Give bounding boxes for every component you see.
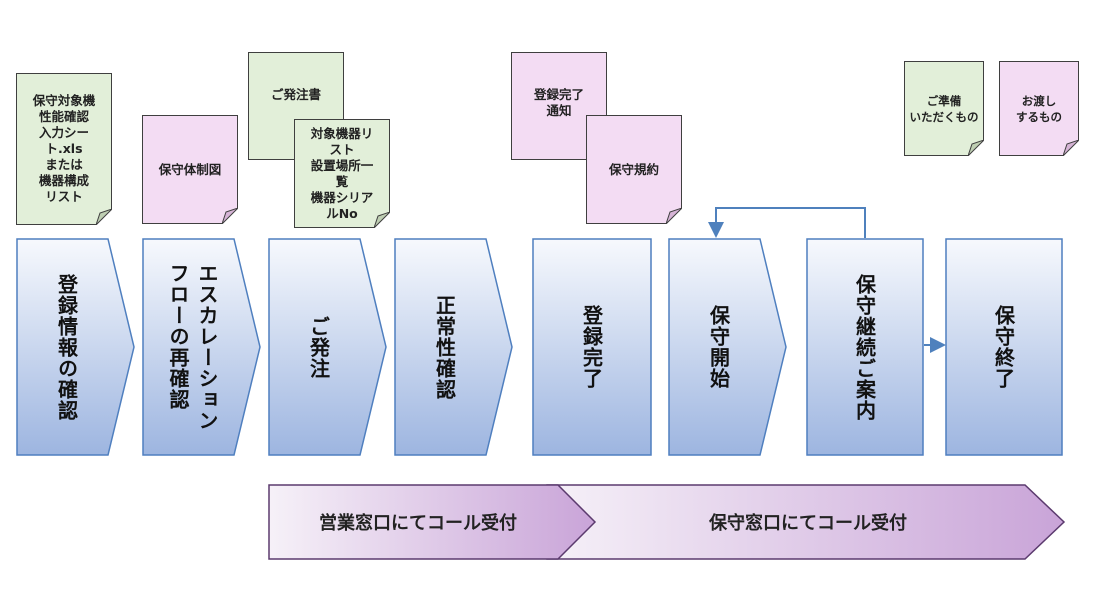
step-maintenance-start: 保守開始	[668, 238, 788, 456]
doc-maintenance-terms-text: 保守規約	[608, 161, 659, 177]
step-health-check: 正常性確認	[394, 238, 514, 456]
doc-order-form-text: ご発注書	[270, 87, 321, 102]
legend-deliver-text: お渡し するもの	[1016, 93, 1062, 124]
doc-registration-notice: 登録完了 通知	[511, 52, 607, 160]
step-renewal-guide: 保守継続ご案内	[806, 238, 924, 456]
call-reception-bands: 営業窓口にてコール受付 保守窓口にてコール受付	[268, 484, 1066, 560]
legend-prepare: ご準備 いただくもの	[904, 61, 984, 156]
step-order-label: ご発注	[306, 315, 331, 379]
step-escalation-review-label: エスカレーション フローの再確認	[166, 263, 219, 431]
step-registration-complete-label: 登録完了	[579, 305, 604, 389]
step-renewal-guide-label: 保守継続ご案内	[852, 273, 877, 421]
step-check-registration: 登録情報の確認	[16, 238, 136, 456]
doc-escalation-chart: 保守体制図	[142, 115, 238, 224]
sales-window-band-shape	[268, 484, 597, 560]
step-health-check-label: 正常性確認	[432, 294, 457, 400]
doc-registration-notice-text: 登録完了 通知	[533, 87, 584, 118]
support-window-label: 保守窓口にてコール受付	[709, 513, 907, 534]
legend-deliver: お渡し するもの	[999, 61, 1079, 156]
doc-check-sheet: 保守対象機 性能確認 入力シー ト.xls または 機器構成 リスト	[16, 73, 112, 225]
step-maintenance-end-label: 保守終了	[991, 305, 1016, 389]
sales-window-label: 営業窓口にてコール受付	[319, 513, 517, 534]
step-maintenance-start-label: 保守開始	[706, 305, 731, 389]
legend-prepare-text: ご準備 いただくもの	[909, 93, 979, 124]
step-registration-complete: 登録完了	[532, 238, 652, 456]
step-check-registration-label: 登録情報の確認	[54, 273, 79, 421]
doc-maintenance-terms: 保守規約	[586, 115, 682, 224]
doc-check-sheet-text: 保守対象機 性能確認 入力シー ト.xls または 機器構成 リスト	[32, 93, 96, 204]
doc-device-list: 対象機器リ スト 設置場所一 覧 機器シリア ルNo	[294, 119, 390, 228]
doc-escalation-chart-text: 保守体制図	[158, 161, 222, 177]
doc-device-list-text: 対象機器リ スト 設置場所一 覧 機器シリア ルNo	[310, 125, 374, 221]
loop-back-connector	[708, 207, 866, 238]
step-maintenance-end: 保守終了	[945, 238, 1063, 456]
step-order: ご発注	[268, 238, 388, 456]
step-escalation-review: エスカレーション フローの再確認	[142, 238, 262, 456]
